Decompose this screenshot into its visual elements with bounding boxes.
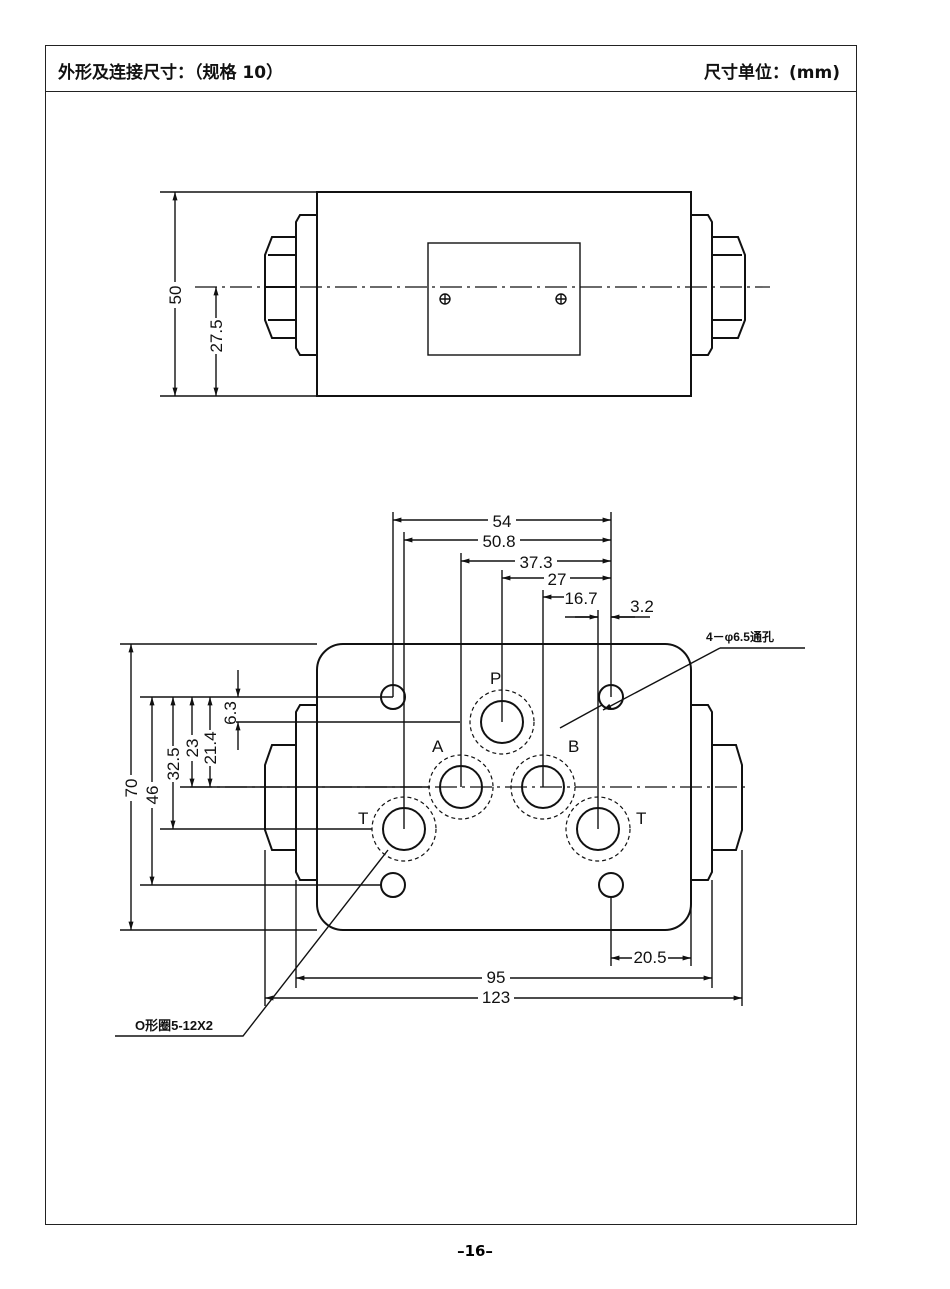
section-title: 外形及连接尺寸：（规格 10） bbox=[58, 63, 284, 83]
dim-50-8: 50.8 bbox=[482, 532, 515, 551]
label-b: B bbox=[568, 737, 579, 756]
dim-20-5: 20.5 bbox=[633, 948, 666, 967]
dim-23: 23 bbox=[183, 739, 202, 758]
dim-6-3: 6.3 bbox=[221, 701, 240, 725]
page-frame: 外形及连接尺寸：（规格 10） 尺寸单位：(mm) bbox=[45, 45, 857, 1225]
dim-54: 54 bbox=[493, 512, 512, 531]
label-a: A bbox=[432, 737, 444, 756]
right-nut bbox=[712, 744, 743, 851]
dim-37-3: 37.3 bbox=[519, 553, 552, 572]
dim-27: 27 bbox=[548, 570, 567, 589]
dim-95: 95 bbox=[487, 968, 506, 987]
dim-21-4: 21.4 bbox=[201, 731, 220, 764]
dim-27-5: 27.5 bbox=[207, 319, 226, 352]
dim-50: 50 bbox=[166, 286, 185, 305]
label-t-right: T bbox=[636, 809, 646, 828]
right-collar bbox=[691, 704, 713, 881]
right-collar bbox=[691, 214, 713, 356]
oring-leader bbox=[115, 849, 389, 1037]
dim-16-7: 16.7 bbox=[564, 589, 597, 608]
left-collar bbox=[295, 214, 317, 356]
dim-3-2: 3.2 bbox=[630, 597, 654, 616]
screw-icon bbox=[555, 293, 567, 305]
left-collar bbox=[295, 704, 317, 881]
label-t-left: T bbox=[358, 809, 368, 828]
dim-46: 46 bbox=[143, 786, 162, 805]
valve-body bbox=[316, 191, 692, 397]
left-nut bbox=[264, 744, 296, 851]
screw-icon bbox=[439, 293, 451, 305]
bottom-view: P A B T T 54 50.8 37.3 27 16.7 3.2 70 46… bbox=[115, 508, 805, 1037]
dim-32-5: 32.5 bbox=[164, 747, 183, 780]
page-number: –16– bbox=[457, 1242, 493, 1260]
label-p: P bbox=[490, 669, 501, 688]
name-plate bbox=[427, 242, 581, 356]
right-nut bbox=[712, 236, 746, 339]
header: 外形及连接尺寸：（规格 10） 尺寸单位：(mm) bbox=[46, 46, 856, 92]
hole-callout: 4－φ6.5通孔 bbox=[706, 629, 774, 644]
oring-callout: O形圈5-12X2 bbox=[135, 1018, 213, 1033]
top-view: 50 27.5 bbox=[160, 191, 770, 397]
dim-123: 123 bbox=[482, 988, 510, 1007]
unit-label: 尺寸单位：(mm) bbox=[704, 63, 840, 83]
dim-70: 70 bbox=[122, 779, 141, 798]
